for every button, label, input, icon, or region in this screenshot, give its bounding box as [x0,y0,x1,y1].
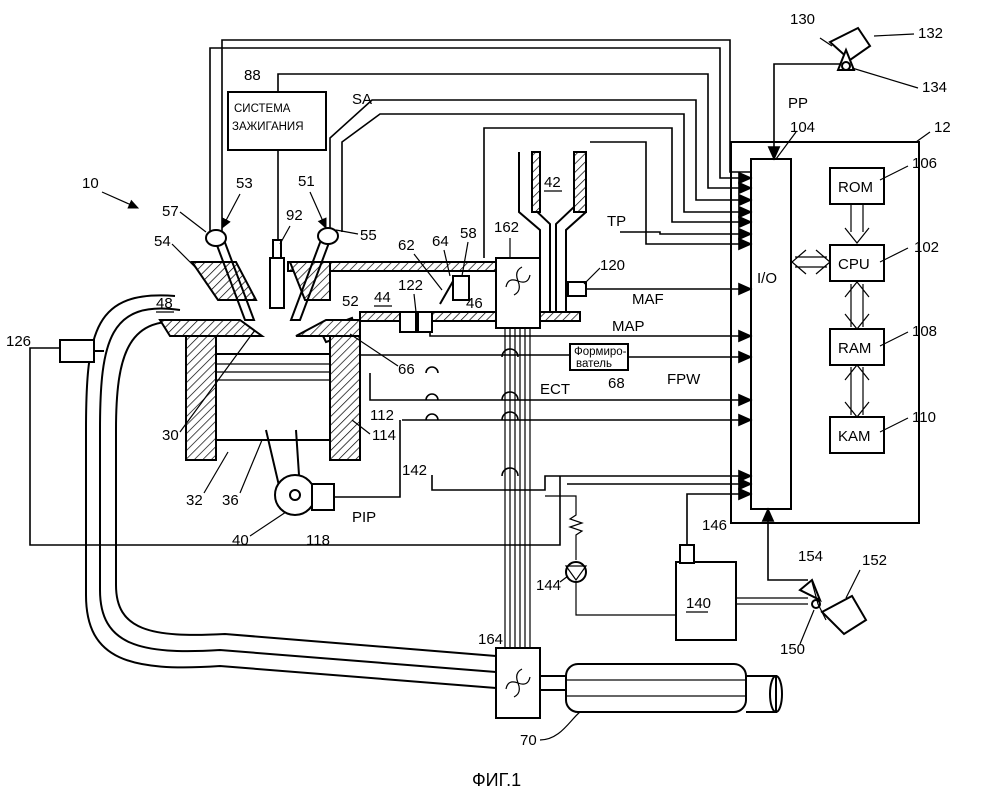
label-152: 152 [862,552,887,569]
label-52: 52 [342,293,359,310]
label-54: 54 [154,233,171,250]
exhaust-system [60,295,782,712]
label-62: 62 [398,237,415,254]
signal-map: MAP [612,318,645,335]
signal-wires [30,40,845,580]
label-44: 44 [374,289,391,306]
driver-label-2: ватель [576,358,612,370]
label-55: 55 [360,227,377,244]
reference-numerals: 10 12 30 32 36 40 42 44 46 48 51 52 53 5… [6,11,951,749]
turbine-164 [496,648,540,718]
turbo-shaft [505,328,530,648]
label-140: 140 [686,595,711,612]
signal-pip: PIP [352,509,376,526]
label-130: 130 [790,11,815,28]
signal-tp: TP [607,213,626,230]
label-142: 142 [402,462,427,479]
label-46: 46 [466,295,483,312]
figure-caption: ФИГ.1 [472,770,521,790]
compressor-162 [496,258,540,328]
driver-label-1: Формиро- [574,346,627,358]
label-42: 42 [544,174,561,191]
label-30: 30 [162,427,179,444]
io-label: I/O [757,270,777,287]
label-64: 64 [432,233,449,250]
controller-12: I/O ROM CPU RAM KAM [731,132,930,523]
cpu-label: CPU [838,256,870,273]
signal-ect: ECT [540,381,570,398]
label-68: 68 [608,375,625,392]
label-108: 108 [912,323,937,340]
label-92: 92 [286,207,303,224]
label-122: 122 [398,277,423,294]
wire-hops [426,349,518,476]
label-70: 70 [520,732,537,749]
label-164: 164 [478,631,503,648]
label-102: 102 [914,239,939,256]
label-88: 88 [244,67,261,84]
label-66: 66 [398,361,415,378]
label-162: 162 [494,219,519,236]
signal-pp: PP [788,95,808,112]
label-146: 146 [702,517,727,534]
engine-cylinder [160,228,360,515]
label-10: 10 [82,175,99,192]
label-110: 110 [912,409,936,426]
io-block [751,159,791,509]
rom-label: ROM [838,179,873,196]
label-51: 51 [298,173,315,190]
label-126: 126 [6,333,31,350]
label-132: 132 [918,25,943,42]
label-106: 106 [912,155,937,172]
label-150: 150 [780,641,805,658]
ignition-label-2: ЗАЖИГАНИЯ [232,121,304,133]
label-40: 40 [232,532,249,549]
label-48: 48 [156,295,173,312]
label-144: 144 [536,577,561,594]
label-112: 112 [370,407,394,424]
label-57: 57 [162,203,179,220]
signal-sa: SA [352,91,372,108]
signal-fpw: FPW [667,371,701,388]
bus-arrows [792,205,869,417]
label-12: 12 [934,119,951,136]
label-114: 114 [372,427,396,444]
ram-label: RAM [838,340,871,357]
label-120: 120 [600,257,625,274]
label-134: 134 [922,79,947,96]
label-58: 58 [460,225,477,242]
label-36: 36 [222,492,239,509]
ignition-label-1: СИСТЕМА [234,103,291,115]
label-32: 32 [186,492,203,509]
label-104: 104 [790,119,815,136]
signal-maf: MAF [632,291,664,308]
label-154: 154 [798,548,823,565]
kam-label: KAM [838,428,871,445]
brake-pedal-150 [800,580,866,634]
label-53: 53 [236,175,253,192]
label-118: 118 [306,532,330,549]
